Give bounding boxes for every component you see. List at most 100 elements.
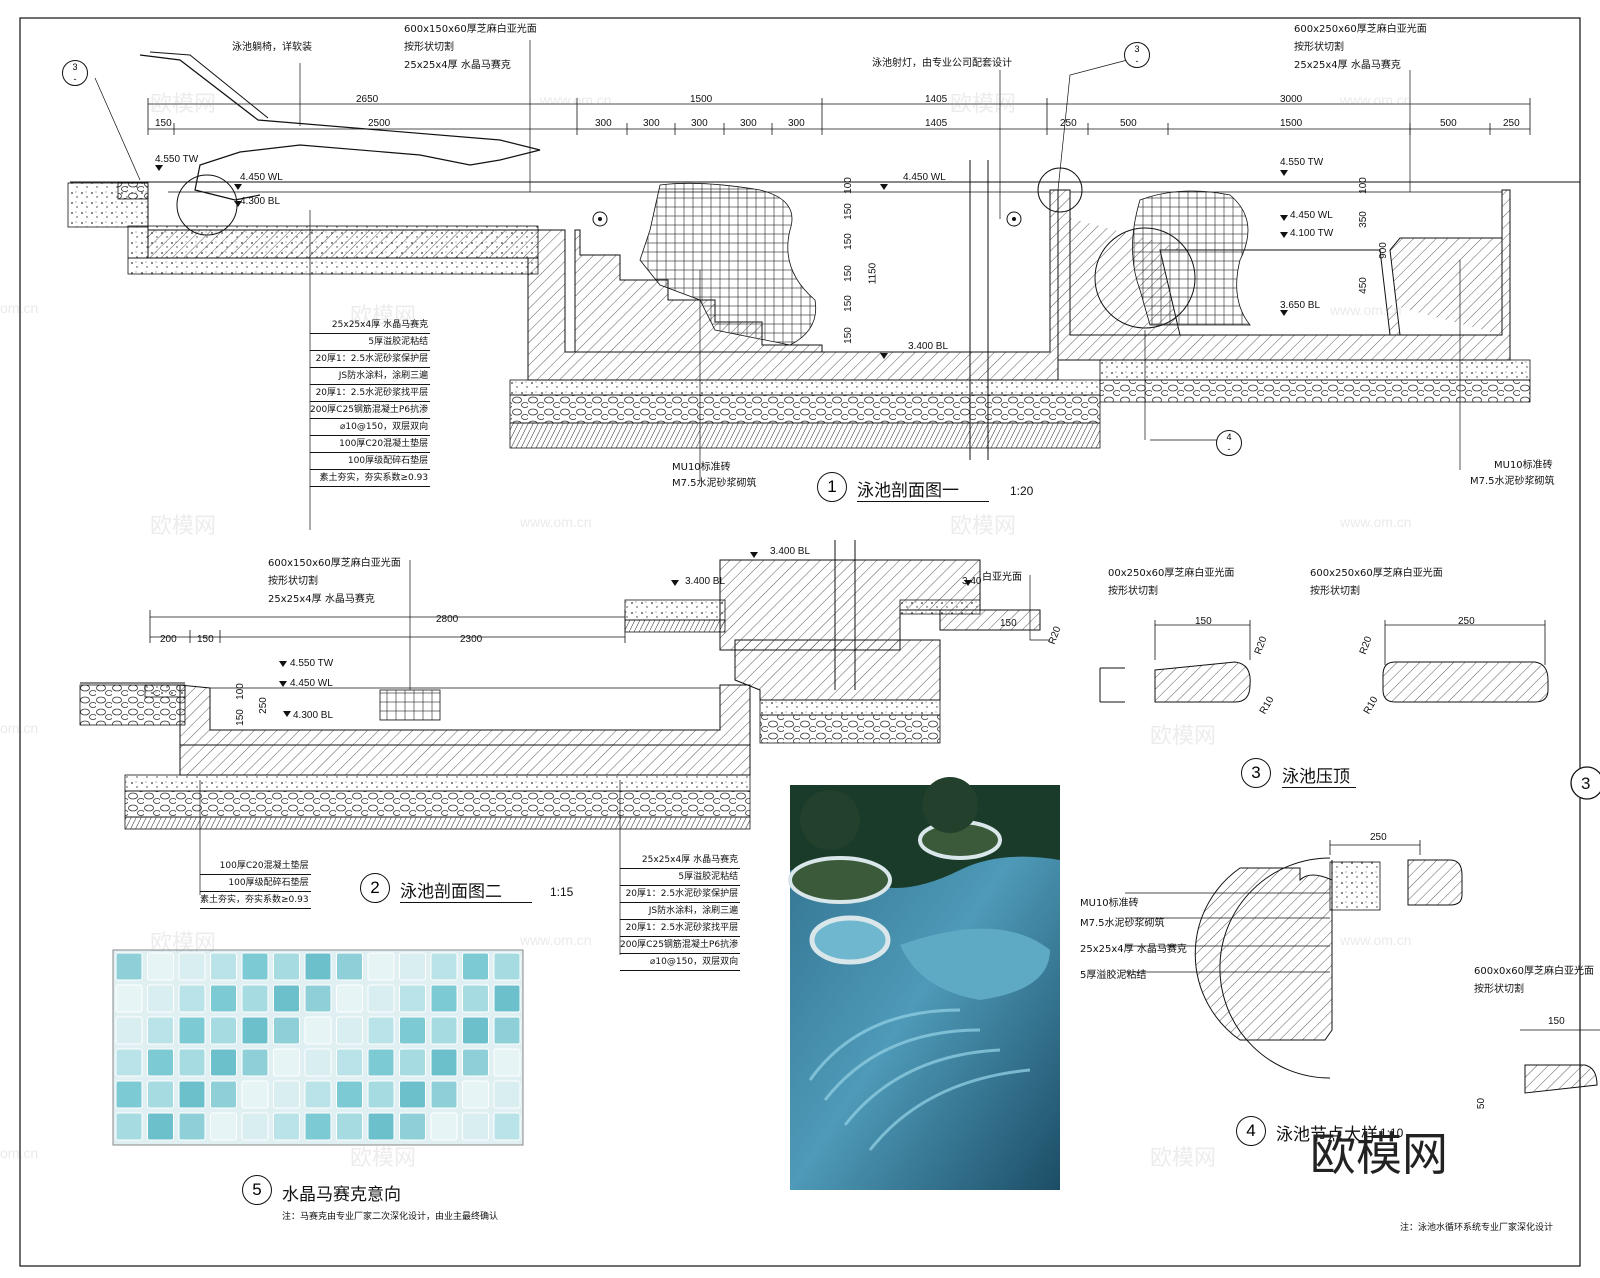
watermark: 欧模网 — [350, 304, 417, 329]
mosaic-tile — [493, 1048, 521, 1077]
mosaic-tile — [147, 984, 174, 1013]
mosaic-tile — [147, 1048, 174, 1077]
watermark: 欧模网 — [350, 1146, 417, 1171]
watermark: om.cn — [0, 720, 39, 736]
s2-level: 4.300 BL — [293, 710, 334, 721]
s1-dim: 300 — [740, 118, 757, 129]
s5-note: 注：马赛克由专业厂家二次深化设计，由业主最终确认 — [282, 1212, 499, 1222]
s4-label: M7.5水泥砂浆砌筑 — [1080, 918, 1165, 929]
watermark: www.om.cn — [540, 92, 612, 108]
s1-vdim: 150 — [842, 295, 854, 312]
mosaic-tile — [430, 1016, 458, 1045]
s2-level: 4.550 TW — [290, 658, 334, 669]
mosaic-tile — [147, 952, 174, 981]
s3-right-label-2: 按形状切割 — [1310, 586, 1360, 597]
mosaic-tile — [210, 1048, 237, 1077]
mosaic-tile — [115, 1112, 143, 1141]
s3-left-dim: 150 — [1195, 616, 1212, 627]
section4-drawing — [1125, 840, 1600, 1094]
mosaic-tile — [367, 1112, 395, 1141]
section2-drawing — [79, 540, 1050, 955]
watermark: 欧模网 — [1150, 724, 1217, 749]
s4-right-label: 600x0x60厚芝麻白亚光面 — [1474, 966, 1595, 977]
s2-layer: 20厚1：2.5水泥砂浆找平层 — [620, 920, 741, 937]
s1-layer: 200厚C25钢筋混凝土P6抗渗 — [310, 402, 431, 419]
s1-level: 3.650 BL — [1280, 300, 1321, 311]
s1-layer: JS防水涂料，涂刷三遍 — [310, 368, 431, 385]
s3-right-dim: 250 — [1458, 616, 1475, 627]
watermark: 欧模网 — [950, 514, 1017, 539]
s1-detail-ref: 3- — [1124, 42, 1150, 68]
s3-left-label-1: 00x250x60厚芝麻白亚光面 — [1108, 568, 1235, 579]
mosaic-tile — [178, 1016, 206, 1045]
mosaic-tile — [399, 1112, 426, 1141]
watermark: www.om.cn — [1340, 514, 1412, 530]
watermark: 欧模网 — [150, 92, 217, 117]
s1-vdim: 150 — [842, 233, 854, 250]
watermark: www.om.cn — [520, 932, 592, 948]
mosaic-tile — [336, 1048, 363, 1077]
s1-vdim: 150 — [842, 265, 854, 282]
mosaic-tile — [115, 1016, 143, 1045]
s1-layer: 100厚C20混凝土垫层 — [310, 436, 431, 453]
s4-label: MU10标准砖 — [1080, 898, 1139, 909]
mosaic-tile — [178, 1080, 206, 1109]
s1-dim: 1500 — [690, 94, 713, 105]
s1-brick-right: MU10标准砖 — [1494, 460, 1553, 471]
s2-coping-1: 600x150x60厚芝麻白亚光面 — [268, 558, 401, 569]
s2-vdim: 100 — [234, 683, 246, 700]
mosaic-tile — [241, 1080, 269, 1109]
watermark: 欧模网 — [150, 514, 217, 539]
s1-dim: 150 — [155, 118, 172, 129]
s2-layer-list-right: 25x25x4厚 水晶马赛克 5厚溢胶泥粘结 20厚1：2.5水泥砂浆保护层 J… — [620, 852, 741, 971]
s2-level: 3.400 BL — [770, 546, 811, 557]
s1-detail-ref: 4- — [1216, 430, 1242, 456]
mosaic-tile — [462, 952, 489, 981]
s1-dim: 1405 — [925, 118, 948, 129]
s3-right-label-1: 600x250x60厚芝麻白亚光面 — [1310, 568, 1443, 579]
mosaic-tile — [462, 1080, 489, 1109]
watermark: www.om.cn — [1340, 92, 1412, 108]
mosaic-tile — [273, 1112, 300, 1141]
s1-brick-left: M7.5水泥砂浆砌筑 — [672, 478, 757, 489]
watermark: www.om.cn — [1330, 302, 1402, 318]
mosaic-tile — [367, 1080, 395, 1109]
s1-dim: 3000 — [1280, 94, 1303, 105]
s2-layer: 20厚1：2.5水泥砂浆保护层 — [620, 886, 741, 903]
mosaic-photo — [112, 949, 524, 1146]
s1-dim: 500 — [1440, 118, 1457, 129]
mosaic-tile — [462, 1112, 489, 1141]
s2-dim: 2800 — [436, 614, 459, 625]
s1-dim: 300 — [643, 118, 660, 129]
s1-dim: 2650 — [356, 94, 379, 105]
s2-layer: 5厚溢胶泥粘结 — [620, 869, 741, 886]
s2-layer: 素土夯实，夯实系数≥0.93 — [200, 892, 311, 909]
s1-layer: 25x25x4厚 水晶马赛克 — [310, 317, 431, 334]
s1-dim: 300 — [595, 118, 612, 129]
s1-level: 4.450 WL — [240, 172, 283, 183]
s2-dim: 2300 — [460, 634, 483, 645]
mosaic-tile — [304, 1080, 332, 1109]
s2-scale: 1:15 — [550, 885, 574, 899]
mosaic-tile — [273, 952, 300, 981]
mosaic-tile — [304, 1048, 332, 1077]
s3-number-circle: 3 — [1241, 758, 1271, 788]
s2-layer-list-left: 100厚C20混凝土垫层 100厚级配碎石垫层 素土夯实，夯实系数≥0.93 — [200, 858, 311, 909]
s1-coping-left-2: 按形状切割 — [404, 42, 454, 53]
s1-scale: 1:20 — [1010, 484, 1034, 498]
mosaic-tile — [336, 984, 363, 1013]
mosaic-tile — [367, 1048, 395, 1077]
mosaic-tile — [304, 1112, 332, 1141]
s1-layer: 20厚1：2.5水泥砂浆保护层 — [310, 351, 431, 368]
mosaic-tile — [367, 984, 395, 1013]
watermark: 欧模网 — [1150, 1146, 1217, 1171]
watermark: om.cn — [0, 1145, 39, 1161]
mosaic-tile — [336, 952, 363, 981]
mosaic-tile — [430, 984, 458, 1013]
s1-coping-right-2: 按形状切割 — [1294, 42, 1344, 53]
mosaic-tile — [241, 952, 269, 981]
s1-number-circle: 1 — [817, 472, 847, 502]
s3-edge-number: 3 — [1581, 774, 1591, 793]
s3-left-label-2: 按形状切割 — [1108, 586, 1158, 597]
mosaic-tile — [399, 1080, 426, 1109]
